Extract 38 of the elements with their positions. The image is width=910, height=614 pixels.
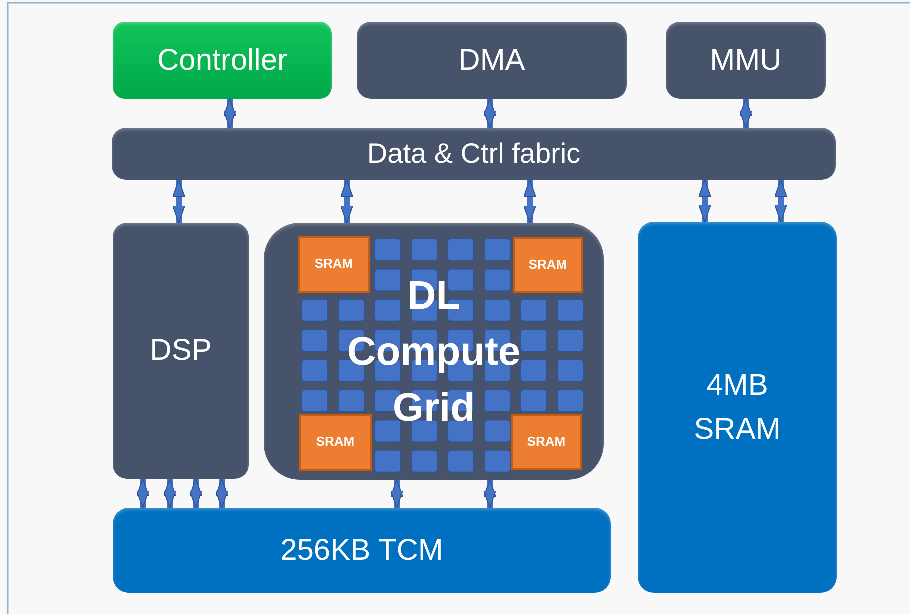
bidirectional-arrow xyxy=(390,480,404,508)
block-label: Controller xyxy=(157,42,288,79)
memory-block xyxy=(513,237,583,293)
block xyxy=(666,22,826,99)
bidirectional-arrow xyxy=(164,478,176,508)
bidirectional-arrow xyxy=(524,180,536,224)
block-label: SRAM xyxy=(316,433,355,452)
block-label: Data & Ctrl fabric xyxy=(367,136,581,171)
memory-block xyxy=(113,508,611,593)
block xyxy=(357,22,627,99)
bidirectional-arrow xyxy=(698,180,712,222)
block xyxy=(112,128,836,180)
block xyxy=(113,223,249,479)
bidirectional-arrow xyxy=(172,180,186,224)
memory-block xyxy=(638,222,837,593)
block-label: SRAM xyxy=(528,256,568,274)
block-label: MMU xyxy=(710,42,782,79)
block-label: SRAM xyxy=(314,255,354,274)
memory-block xyxy=(298,236,370,293)
bidirectional-arrow xyxy=(136,478,150,508)
bidirectional-arrow xyxy=(484,98,496,128)
block-label: DSP xyxy=(150,333,212,370)
bidirectional-arrow xyxy=(774,180,788,222)
bidirectional-arrow xyxy=(484,480,496,508)
bidirectional-arrow xyxy=(740,98,752,128)
bidirectional-arrow xyxy=(224,98,236,128)
block-label: 256KB TCM xyxy=(280,532,444,569)
block-label: 4MB SRAM xyxy=(694,368,781,448)
compute-grid-block xyxy=(264,223,604,480)
bidirectional-arrow xyxy=(216,478,228,508)
block-title: DL Compute Grid xyxy=(346,272,522,432)
block-label: SRAM xyxy=(527,432,566,451)
memory-block xyxy=(299,414,372,471)
memory-block xyxy=(511,414,582,470)
block-label: DMA xyxy=(458,42,526,79)
bidirectional-arrow xyxy=(340,180,354,224)
bidirectional-arrow xyxy=(190,478,202,508)
controller-block xyxy=(113,22,332,99)
